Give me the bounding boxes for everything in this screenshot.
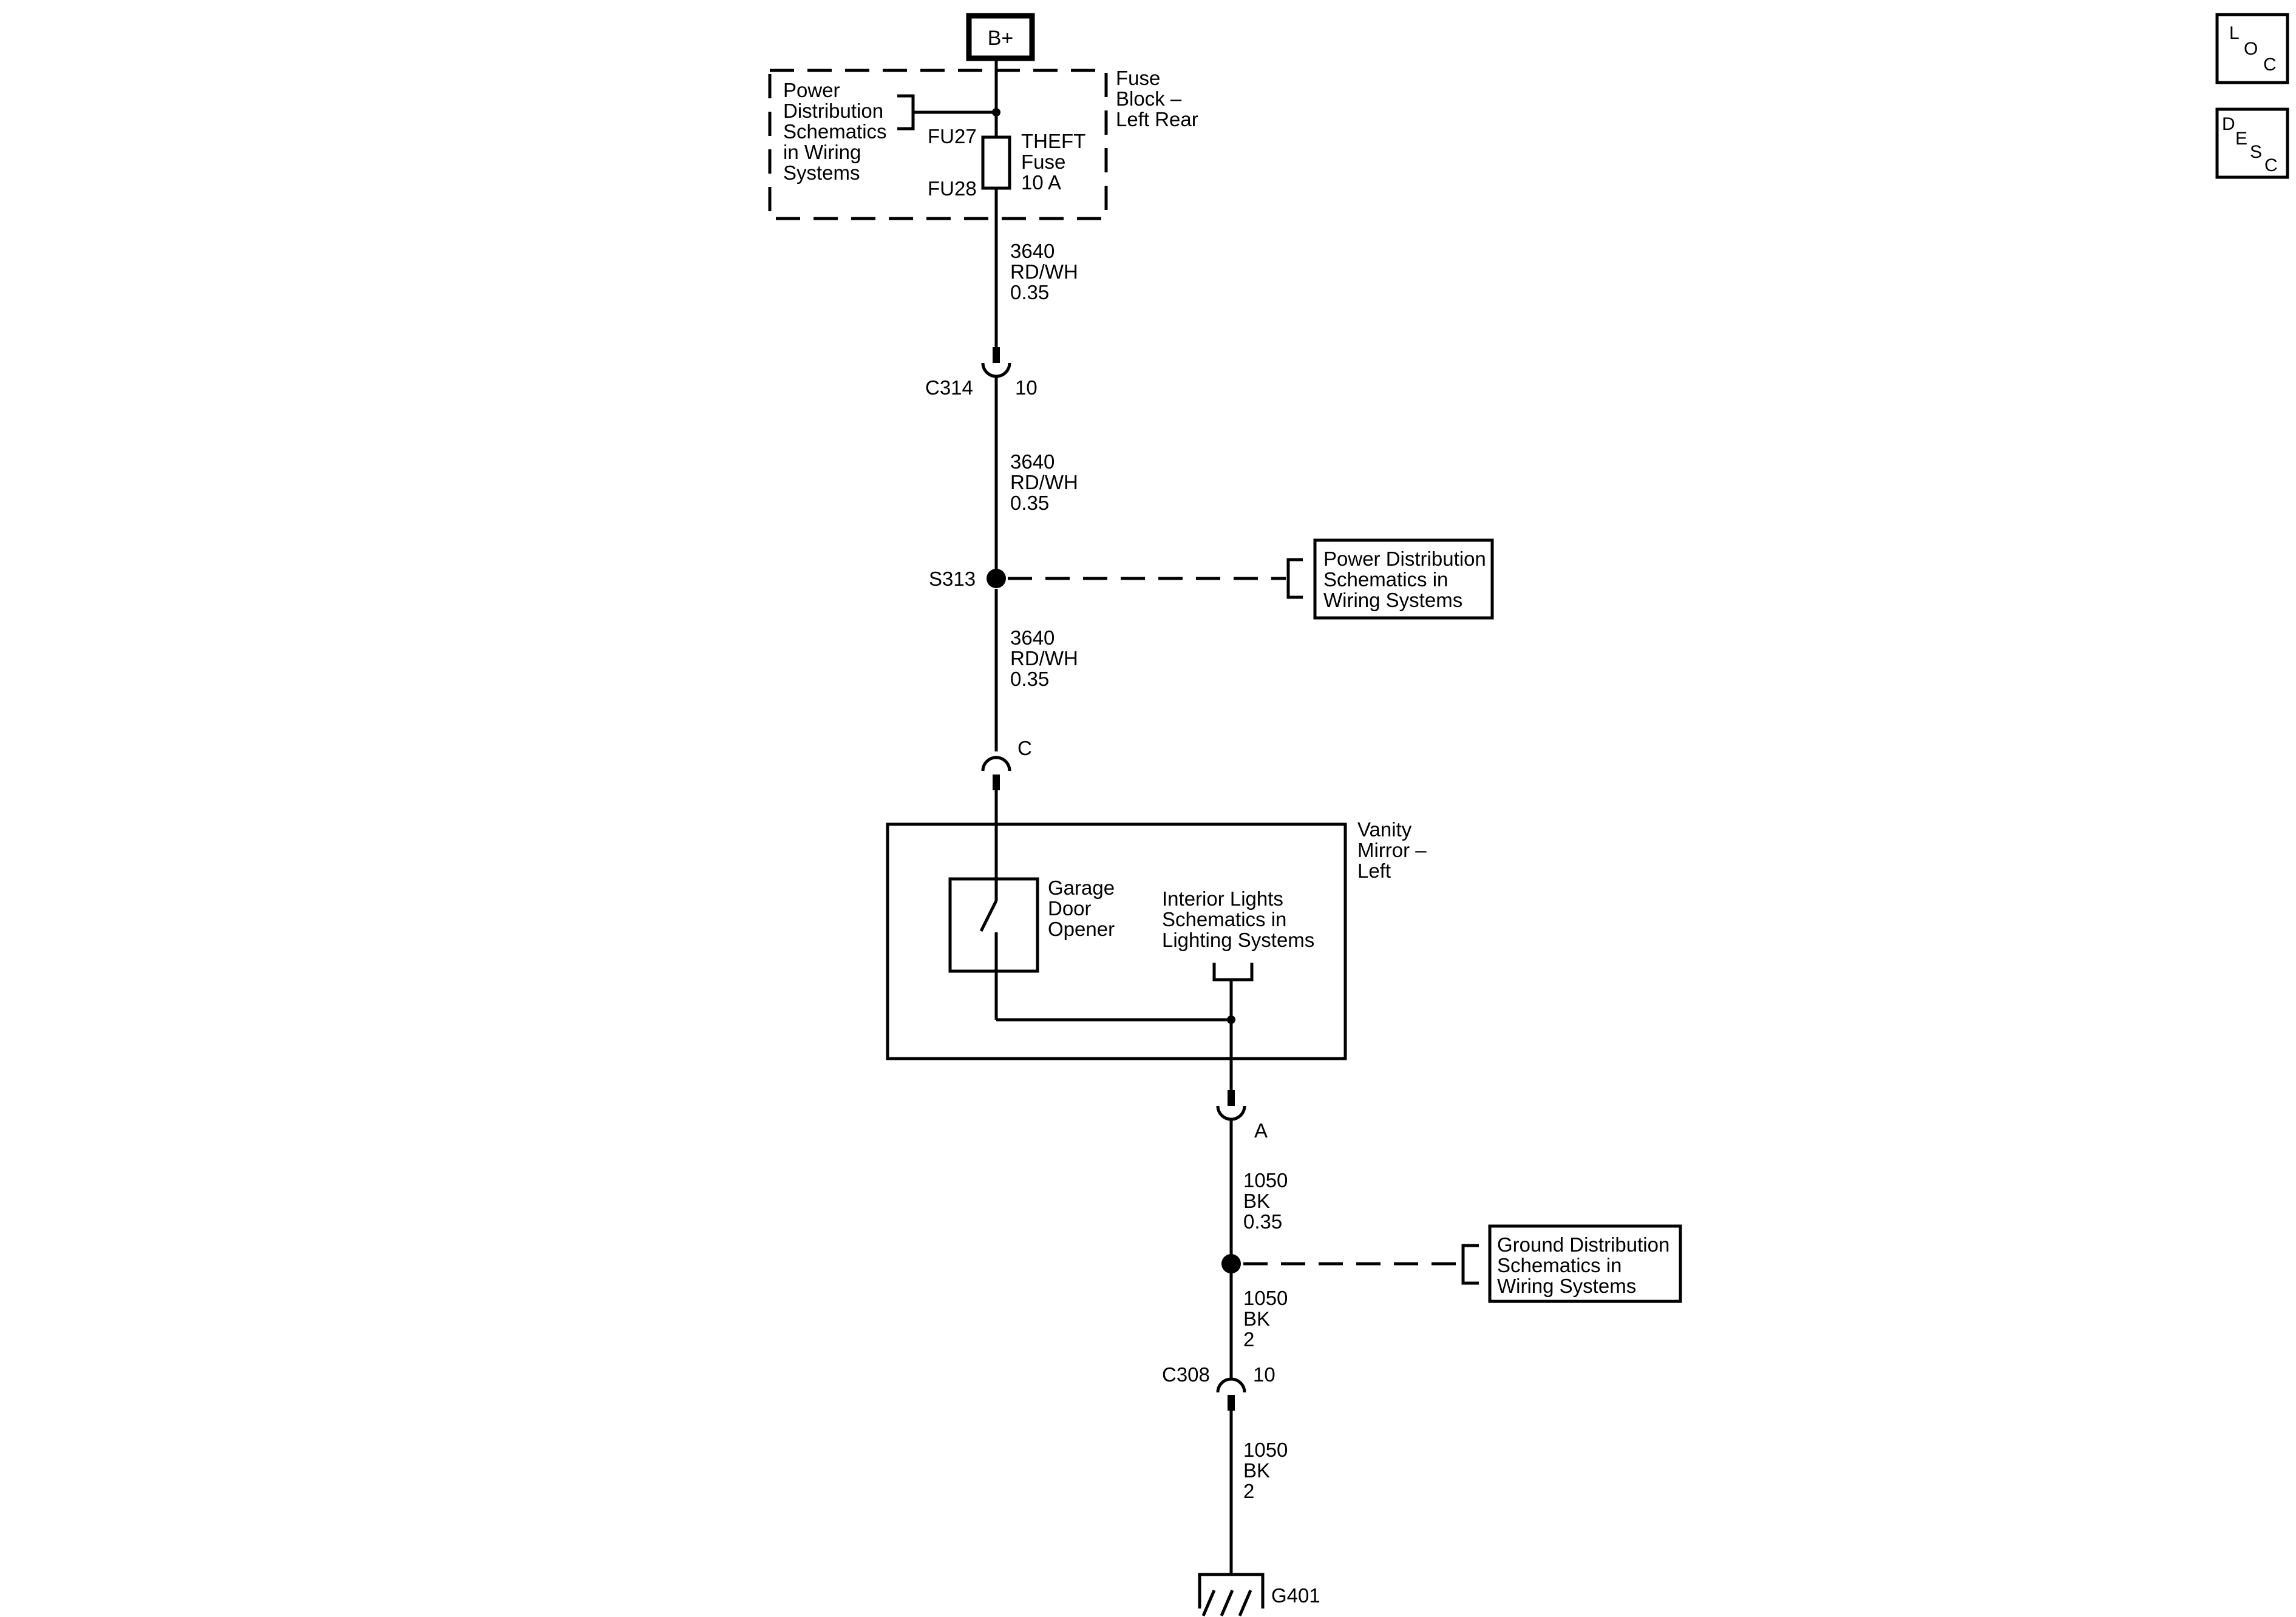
interior-lights-ref-line2: Schematics in	[1162, 908, 1286, 931]
fuse-block-ref-line5: Systems	[783, 161, 860, 184]
wire-4-gauge: 0.35	[1243, 1210, 1282, 1233]
fuse-block-ref-line2: Distribution	[783, 100, 883, 122]
wire-5-circuit: 1050	[1243, 1287, 1288, 1309]
connector-c308-pin: 10	[1253, 1363, 1275, 1386]
power-ref-line3: Wiring Systems	[1323, 589, 1462, 611]
vanity-connector-a-pin: A	[1254, 1119, 1268, 1142]
wire-5-color: BK	[1243, 1307, 1270, 1330]
wire-3-gauge: 0.35	[1010, 668, 1049, 690]
connector-c314-name: C314	[925, 376, 973, 399]
wire-1-circuit: 3640	[1010, 240, 1055, 262]
wire-2-color: RD/WH	[1010, 471, 1078, 493]
power-distribution-reference-box[interactable]: Power Distribution Schematics in Wiring …	[1313, 538, 1494, 620]
main-wire-upper	[993, 61, 1000, 363]
ground-g401-name: G401	[1271, 1584, 1320, 1607]
ground-splice	[1221, 1244, 1479, 1285]
fuse-label-line3: 10 A	[1021, 171, 1061, 194]
wire-4-color: BK	[1243, 1190, 1270, 1212]
wire-1-gauge: 0.35	[1010, 281, 1049, 303]
connector-c308-name: C308	[1162, 1363, 1210, 1386]
ground-ref-line2: Schematics in	[1497, 1254, 1622, 1276]
interior-lights-ref-line1: Interior Lights	[1162, 887, 1283, 910]
wire-6-circuit: 1050	[1243, 1439, 1288, 1461]
fuse-label-line1: THEFT	[1021, 130, 1085, 152]
fuse-block-name-line1: Fuse	[1116, 67, 1160, 89]
garage-door-label-line1: Garage	[1048, 876, 1115, 899]
desc-letter-e: E	[2235, 129, 2247, 149]
interior-lights-bracket	[1212, 963, 1254, 981]
wire-2-circuit: 3640	[1010, 450, 1055, 473]
garage-door-opener-box	[948, 877, 1039, 973]
battery-positive-label: B+	[988, 27, 1014, 50]
splice-s313-name: S313	[929, 568, 976, 590]
connector-c314: C314 10	[925, 362, 1038, 574]
wire-1-color: RD/WH	[1010, 260, 1078, 283]
connector-c314-pin: 10	[1015, 376, 1038, 399]
vanity-mirror-name-line2: Mirror –	[1357, 839, 1427, 861]
fuse-block-ref-line3: Schematics	[783, 120, 887, 143]
garage-door-switch-icon	[979, 900, 998, 932]
wire-6-color: BK	[1243, 1459, 1270, 1482]
wire-3-color: RD/WH	[1010, 647, 1078, 670]
interior-lights-ref-line3: Lighting Systems	[1162, 929, 1314, 951]
fuse-ref-bracket	[897, 94, 915, 131]
location-icon[interactable]: L O C	[2215, 13, 2289, 84]
connector-c308: C308 10	[1162, 1363, 1275, 1411]
battery-positive-source: B+	[966, 13, 1035, 61]
ground-distribution-reference-box[interactable]: Ground Distribution Schematics in Wiring…	[1488, 1224, 1682, 1303]
ground-symbol-icon	[1198, 1573, 1265, 1609]
wire-2-gauge: 0.35	[1010, 492, 1049, 514]
description-icon[interactable]: D E S C	[2215, 107, 2289, 179]
loc-letter-l: L	[2229, 23, 2240, 43]
loc-letter-o: O	[2244, 39, 2258, 59]
vanity-mirror-name-line1: Vanity	[1357, 818, 1412, 841]
theft-fuse-symbol	[981, 135, 1011, 190]
fuse-block-ref-line1: Power	[783, 79, 840, 101]
vanity-connector-a: A	[1216, 1105, 1268, 1142]
power-ref-line1: Power Distribution	[1323, 547, 1486, 570]
power-ref-line2: Schematics in	[1323, 568, 1448, 591]
ground-ref-line1: Ground Distribution	[1497, 1233, 1669, 1256]
fuse-block-left-rear: Fuse Block – Left Rear Power Distributio…	[768, 67, 1198, 220]
vanity-connector-c-pin: C	[1017, 737, 1032, 759]
fuse-block-name-line3: Left Rear	[1116, 108, 1198, 131]
desc-letter-c: C	[2264, 155, 2278, 175]
desc-letter-d: D	[2222, 114, 2235, 134]
fuse-block-ref-line4: in Wiring	[783, 141, 861, 163]
fuse-pin-fu27: FU27	[928, 125, 977, 147]
wire-6-gauge: 2	[1243, 1480, 1254, 1502]
fuse-label-line2: Fuse	[1021, 151, 1065, 173]
fuse-pin-fu28: FU28	[928, 177, 977, 200]
ground-g401: G401	[1198, 1573, 1320, 1616]
loc-letter-c: C	[2263, 55, 2277, 75]
splice-s313: S313	[929, 558, 1303, 599]
desc-letter-s: S	[2250, 142, 2262, 162]
vanity-mirror-name-line3: Left	[1357, 859, 1391, 882]
garage-door-label-line2: Door	[1048, 897, 1092, 920]
ground-ref-line3: Wiring Systems	[1497, 1275, 1636, 1297]
vanity-mirror-left: Vanity Mirror – Left Garage Door Opener …	[886, 790, 1427, 1060]
vanity-connector-c: C	[981, 737, 1032, 790]
wire-4-circuit: 1050	[1243, 1169, 1288, 1192]
fuse-block-name-line2: Block –	[1116, 87, 1182, 110]
wire-3-circuit: 3640	[1010, 626, 1055, 649]
wire-5-gauge: 2	[1243, 1328, 1254, 1351]
garage-door-label-line3: Opener	[1048, 918, 1115, 940]
